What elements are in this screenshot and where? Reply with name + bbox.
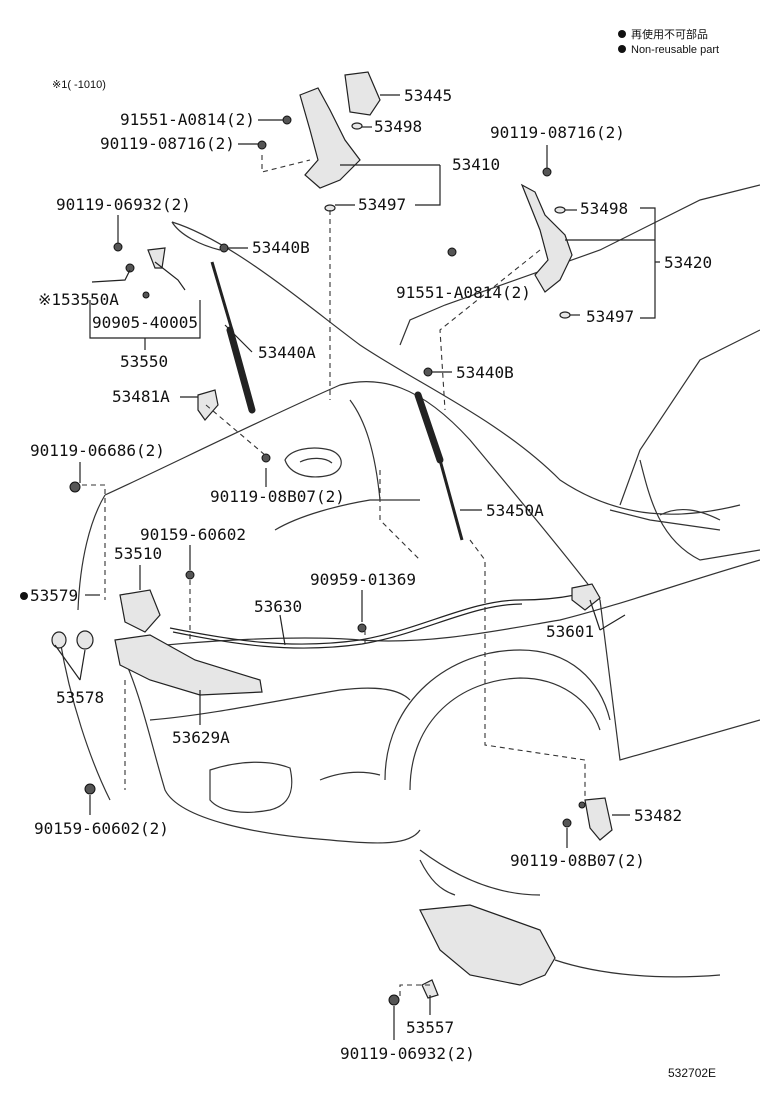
label-53510: 53510 — [114, 544, 162, 563]
hood-hinge-right — [447, 167, 573, 319]
label-90119-06932-top: 90119-06932(2) — [56, 195, 191, 214]
label-53550a: ※153550A — [38, 290, 119, 309]
label-90119-08b07-right: 90119-08B07(2) — [510, 851, 645, 870]
label-53629a: 53629A — [172, 728, 230, 747]
label-90905-40005: 90905-40005 — [92, 313, 198, 332]
release-cable — [169, 583, 601, 649]
label-53601: 53601 — [546, 622, 594, 641]
label-90959-01369: 90959-01369 — [310, 570, 416, 589]
label-53410: 53410 — [452, 155, 500, 174]
label-53578: 53578 — [56, 688, 104, 707]
label-53445: 53445 — [404, 86, 452, 105]
legend-item-japanese: 再使用不可部品 — [631, 27, 708, 41]
label-53440b-top: 53440B — [252, 238, 310, 257]
label-53420: 53420 — [664, 253, 712, 272]
label-53497-right: 53497 — [586, 307, 634, 326]
label-53498-right: 53498 — [580, 199, 628, 218]
label-53440a: 53440A — [258, 343, 316, 362]
label-90119-08716-left: 90119-08716(2) — [100, 134, 235, 153]
label-90119-06686: 90119-06686(2) — [30, 441, 165, 460]
hood-bumper-assembly — [113, 242, 166, 299]
non-reusable-bullet-icon — [618, 30, 626, 38]
label-53482: 53482 — [634, 806, 682, 825]
label-53450a: 53450A — [486, 501, 544, 520]
label-53579: 53579 — [30, 586, 78, 605]
label-90159-60602-bottom: 90159-60602(2) — [34, 819, 169, 838]
legend-item-english: Non-reusable part — [631, 44, 719, 56]
hood-support-right — [414, 367, 464, 541]
label-53550: 53550 — [120, 352, 168, 371]
support-bracket-53481a — [69, 389, 271, 493]
reference-lines — [82, 155, 586, 1000]
label-53497-left: 53497 — [358, 195, 406, 214]
label-90119-06932-bottom: 90119-06932(2) — [340, 1044, 475, 1063]
label-91551-right: 91551-A0814(2) — [396, 283, 531, 302]
hood-support-left — [210, 243, 256, 414]
label-53440b-mid: 53440B — [456, 363, 514, 382]
non-reusable-bullet-icon — [618, 45, 626, 53]
non-reusable-bullet-icon — [20, 592, 28, 600]
label-53630: 53630 — [254, 597, 302, 616]
hood-lock-assembly — [51, 570, 367, 795]
legend: 再使用不可部品 Non-reusable part — [618, 27, 719, 56]
model-note: ※1( -1010) — [52, 79, 106, 91]
label-91551-top: 91551-A0814(2) — [120, 110, 255, 129]
label-90119-08716-right: 90119-08716(2) — [490, 123, 625, 142]
hood-hinge-left — [257, 71, 381, 212]
label-53557: 53557 — [406, 1018, 454, 1037]
label-90159-60602-top: 90159-60602 — [140, 525, 246, 544]
label-53498-left: 53498 — [374, 117, 422, 136]
label-53481a: 53481A — [112, 387, 170, 406]
part-labels: 53445 91551-A0814(2) 53498 90119-08716(2… — [20, 86, 712, 1063]
support-bracket-53482 — [562, 797, 613, 841]
leader-lines — [54, 94, 660, 1040]
catalog-id: 532702E — [668, 1066, 716, 1080]
lower-shield-53557 — [388, 904, 556, 1006]
label-90119-08b07-mid: 90119-08B07(2) — [210, 487, 345, 506]
